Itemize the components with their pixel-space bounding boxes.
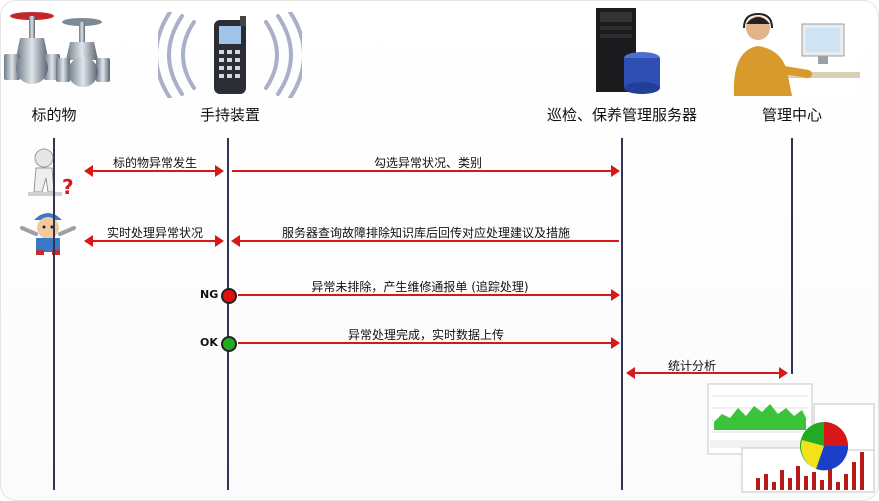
- valve-icon: [4, 12, 110, 87]
- message-label-7: 统计分析: [667, 359, 717, 373]
- message-arrow-2: [232, 164, 620, 178]
- ok-label: OK: [200, 336, 218, 349]
- ok-status-dot: [221, 336, 237, 352]
- message-label-5: 异常未排除，产生维修通报单 (追踪处理): [311, 280, 529, 294]
- server-icon: [596, 8, 660, 94]
- message-label-4: 服务器查询故障排除知识库后回传对应处理建议及措施: [281, 226, 571, 240]
- lane-title-server: 巡检、保养管理服务器: [546, 106, 698, 124]
- question-figure-icon: ?: [28, 148, 74, 199]
- operator-icon: [720, 6, 860, 98]
- lifeline-center: [791, 138, 793, 374]
- message-label-3: 实时处理异常状况: [106, 226, 204, 240]
- lane-title-center: 管理中心: [761, 106, 823, 124]
- message-arrow-6: [238, 336, 620, 350]
- lifeline-server: [621, 138, 623, 490]
- message-arrow-7: [626, 366, 788, 380]
- lifeline-handheld: [227, 138, 229, 490]
- ng-label: NG: [200, 288, 219, 301]
- message-arrow-1: [84, 164, 224, 178]
- message-arrow-4: [231, 234, 619, 248]
- report-chart-icon: [707, 383, 875, 493]
- message-arrow-5: [238, 288, 620, 302]
- lifeline-target: [53, 138, 55, 490]
- handheld-device-icon: [158, 12, 302, 98]
- ng-status-dot: [221, 288, 237, 304]
- message-label-1: 标的物异常发生: [112, 156, 198, 170]
- lane-title-target: 标的物: [31, 106, 77, 124]
- worker-figure-icon: [20, 213, 76, 255]
- lane-title-handheld: 手持装置: [199, 106, 261, 124]
- message-label-2: 勾选异常状况、类别: [373, 156, 483, 170]
- message-arrow-3: [84, 234, 224, 248]
- message-label-6: 异常处理完成，实时数据上传: [347, 328, 505, 342]
- svg-text:?: ?: [62, 175, 74, 199]
